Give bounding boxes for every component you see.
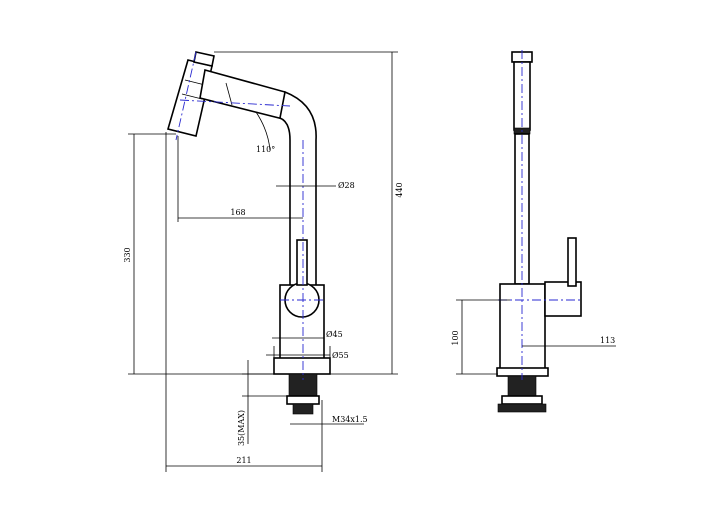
mounting-shank [286, 373, 320, 415]
body-diameter-label: Ø45 [326, 330, 343, 339]
faucet-body [273, 239, 331, 375]
spout-reach-label: 168 [230, 208, 245, 217]
base-diameter-label: Ø55 [332, 351, 349, 360]
spout-height-label: 330 [123, 247, 132, 262]
front-view: 100 113 [451, 50, 616, 413]
overall-width-label: 211 [236, 456, 251, 465]
handle-height-label: 100 [451, 330, 460, 345]
spout-angle-label: 110° [256, 145, 275, 154]
thread-label: M34x1.5 [332, 415, 368, 424]
side-view: 440 330 168 110° Ø28 Ø45 Ø55 35(MAX) [123, 51, 404, 472]
mounting-thickness-label: 35(MAX) [237, 410, 246, 446]
handle-length-label: 113 [600, 336, 615, 345]
total-height-label: 440 [395, 182, 404, 197]
spout-diameter-label: Ø28 [338, 181, 355, 190]
